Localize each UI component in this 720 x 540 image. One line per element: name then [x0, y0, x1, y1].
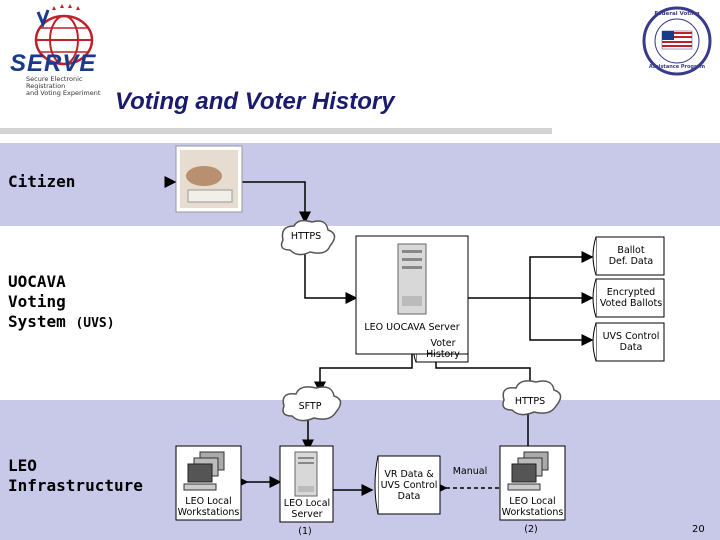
- sftp-label: SFTP: [298, 401, 322, 412]
- https-bottom-label: HTTPS: [514, 396, 546, 407]
- leo-uocava-server-label: LEO UOCAVA Server: [364, 322, 460, 333]
- citizen-band: [0, 143, 720, 226]
- local-server-tower-icon: [294, 451, 318, 497]
- uvs-control-data-label: UVS Control Data: [602, 331, 660, 353]
- page-number: 20: [692, 524, 705, 535]
- server-tower-icon: [397, 243, 427, 315]
- leo-local-ws-left-label: LEO Local Workstations: [177, 496, 240, 518]
- leo-local-server-label: LEO Local Server: [283, 498, 331, 520]
- footnote-1: (1): [298, 526, 312, 537]
- leo-local-ws-right-label: LEO Local Workstations: [501, 496, 564, 518]
- connector-server-uvs-control: [529, 298, 594, 346]
- leo-infrastructure-band: [0, 400, 720, 540]
- encrypted-ballots-label: Encrypted Voted Ballots: [599, 287, 663, 309]
- fvap-seal-bottom-text: Assistance Program: [648, 64, 706, 70]
- https-top-label: HTTPS: [290, 231, 322, 242]
- workstations-left-icon: [183, 451, 225, 491]
- title-divider: [0, 128, 552, 134]
- connector-https-server: [299, 243, 358, 304]
- uvs-control-data-store: [592, 322, 665, 362]
- vr-data-store: [374, 455, 441, 515]
- page-title: Voting and Voter History: [115, 88, 395, 115]
- https-top-cloud: [280, 219, 336, 256]
- vr-data-label: VR Data & UVS Control Data: [380, 469, 438, 502]
- https-bottom-cloud: [502, 380, 562, 416]
- voter-history-label: Voter History: [426, 338, 460, 360]
- row-label-leo: LEO Infrastructure: [8, 456, 143, 495]
- ballot-def-data-label: Ballot Def. Data: [608, 245, 654, 267]
- connector-server-sftp: [314, 354, 413, 394]
- citizen-photo: [175, 145, 243, 213]
- serve-logo-tagline: Secure Electronic Registration and Votin…: [26, 75, 101, 97]
- fvap-seal: Federal Voting Assistance Program: [642, 6, 712, 76]
- footnote-2: (2): [524, 524, 538, 535]
- manual-label: Manual: [452, 466, 488, 477]
- globe-icon: [34, 4, 94, 66]
- workstations-right-icon: [507, 451, 549, 491]
- row-label-uvs: UOCAVA Voting System (UVS): [8, 272, 115, 331]
- sftp-cloud: [282, 386, 342, 422]
- fvap-seal-top-text: Federal Voting: [654, 11, 700, 17]
- row-label-citizen: Citizen: [8, 172, 76, 191]
- serve-logo: SERVE Secure Electronic Registration and…: [8, 4, 120, 97]
- connector-server-ballot: [529, 251, 594, 298]
- serve-logo-word: SERVE: [10, 50, 97, 77]
- encrypted-ballots-store: [592, 278, 665, 318]
- ballot-def-data-store: [592, 236, 665, 276]
